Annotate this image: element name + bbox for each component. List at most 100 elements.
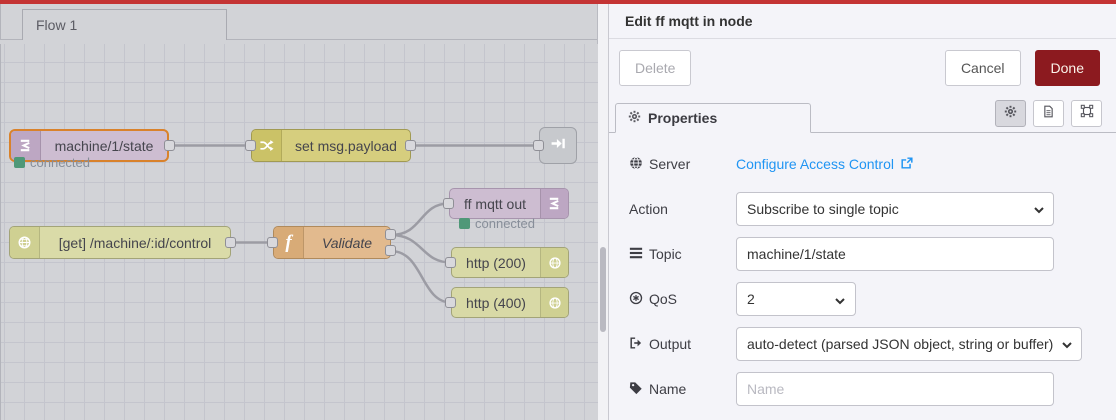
action-control: Subscribe to single topic	[736, 192, 1054, 226]
chevron-down-icon	[834, 294, 846, 310]
node-label: Validate	[321, 234, 373, 251]
gear-icon	[1004, 105, 1017, 123]
globe-icon	[629, 156, 643, 173]
function-icon: f	[274, 227, 304, 258]
node-http-in[interactable]: [get] /machine/:id/control	[9, 226, 231, 259]
node-link-out[interactable]	[539, 127, 577, 164]
tab-toolbar	[995, 100, 1102, 127]
node-function-validate[interactable]: f Validate	[273, 226, 391, 259]
tab-properties[interactable]: Properties	[615, 103, 811, 133]
action-label: Action	[629, 201, 668, 217]
port-input[interactable]	[267, 237, 278, 248]
gear-icon	[628, 110, 641, 126]
flow-editor: Flow 1 machine/1/state connecte	[0, 4, 598, 420]
status-dot-connected	[459, 218, 470, 229]
scrollbar-thumb[interactable]	[600, 247, 606, 332]
output-control: auto-detect (parsed JSON object, string …	[736, 327, 1083, 361]
mqtt-icon	[540, 189, 568, 218]
node-label: ff mqtt out	[464, 195, 526, 212]
node-mqtt-in[interactable]: machine/1/state	[9, 129, 169, 162]
port-input[interactable]	[443, 198, 454, 209]
node-label: http (400)	[466, 294, 526, 311]
globe-icon	[540, 288, 568, 317]
chevron-down-icon	[1059, 338, 1074, 354]
wire[interactable]	[390, 249, 452, 304]
workspace-canvas[interactable]: machine/1/state connected set msg.payloa…	[0, 44, 598, 420]
port-input[interactable]	[445, 257, 456, 268]
vertical-scrollbar[interactable]	[598, 4, 608, 420]
form-row-action: Action Subscribe to single topic	[629, 192, 1054, 226]
configure-access-control-link[interactable]: Configure Access Control	[736, 156, 914, 173]
selection-box-icon	[1080, 104, 1094, 123]
port-output[interactable]	[405, 140, 416, 151]
topic-control	[736, 237, 1054, 271]
port-input[interactable]	[245, 140, 256, 151]
node-label: http (200)	[466, 254, 526, 271]
port-input[interactable]	[533, 140, 544, 151]
node-http-response-200[interactable]: http (200)	[451, 247, 569, 278]
port-output[interactable]	[225, 237, 236, 248]
name-input[interactable]	[736, 372, 1054, 406]
tag-icon	[629, 381, 643, 398]
shuffle-icon	[252, 130, 282, 161]
link-out-arrow-icon	[550, 135, 567, 157]
topic-lines-icon	[629, 246, 643, 263]
port-output[interactable]	[164, 140, 175, 151]
flow-tab-bar: Flow 1	[0, 4, 597, 40]
topic-label: Topic	[629, 246, 736, 263]
form-row-topic: Topic	[629, 237, 1054, 271]
node-label: [get] /machine/:id/control	[58, 234, 212, 251]
node-edit-form: Server Configure Access Control Action	[609, 133, 1116, 406]
name-label: Name	[629, 381, 736, 398]
globe-icon	[540, 248, 568, 277]
chevron-down-icon	[1033, 203, 1045, 219]
edit-tabs: Properties	[609, 100, 1116, 133]
external-link-icon	[900, 156, 914, 173]
action-select[interactable]: Subscribe to single topic	[736, 192, 1054, 226]
document-icon	[1042, 105, 1055, 123]
server-control: Configure Access Control	[736, 147, 1054, 181]
status-dot-connected	[14, 157, 25, 168]
port-input[interactable]	[445, 297, 456, 308]
wire[interactable]	[390, 233, 452, 264]
edit-node-panel: Edit ff mqtt in node Delete Cancel Done …	[608, 4, 1116, 420]
delete-button[interactable]: Delete	[619, 50, 692, 86]
description-tool-button[interactable]	[1033, 100, 1064, 127]
output-select[interactable]: auto-detect (parsed JSON object, string …	[736, 327, 1083, 361]
name-control	[736, 372, 1054, 406]
appearance-tool-button[interactable]	[1071, 100, 1102, 127]
globe-icon	[10, 227, 40, 258]
server-label: Server	[629, 156, 736, 173]
qos-select[interactable]: 2	[736, 282, 856, 316]
qos-circle-icon	[629, 291, 643, 308]
node-change[interactable]: set msg.payload	[251, 129, 411, 162]
node-mqtt-out[interactable]: ff mqtt out	[449, 188, 569, 219]
wire[interactable]	[390, 202, 450, 237]
properties-tool-button[interactable]	[995, 100, 1026, 127]
tab-flow-1[interactable]: Flow 1	[22, 9, 227, 40]
node-label: set msg.payload	[295, 137, 397, 154]
form-row-output: Output auto-detect (parsed JSON object, …	[629, 327, 1083, 361]
output-label: Output	[629, 336, 736, 353]
node-http-response-400[interactable]: http (400)	[451, 287, 569, 318]
top-accent-bar	[0, 0, 1116, 4]
cancel-button[interactable]: Cancel	[944, 50, 1021, 86]
panel-button-row: Delete Cancel Done	[609, 39, 1116, 96]
topic-input[interactable]	[736, 237, 1054, 271]
form-row-qos: QoS 2	[629, 282, 1054, 316]
form-row-name: Name	[629, 372, 1054, 406]
port-output[interactable]	[385, 229, 396, 240]
node-status: connected	[459, 216, 535, 231]
node-label: machine/1/state	[54, 137, 154, 154]
flow-tab-label: Flow 1	[36, 17, 78, 33]
qos-label: QoS	[629, 291, 736, 308]
port-output[interactable]	[385, 245, 396, 256]
sign-out-icon	[629, 336, 643, 353]
status-text: connected	[475, 216, 535, 231]
panel-title: Edit ff mqtt in node	[609, 4, 1116, 39]
status-text: connected	[30, 155, 90, 170]
mqtt-icon	[11, 131, 41, 160]
done-button[interactable]: Done	[1034, 50, 1100, 86]
form-row-server: Server Configure Access Control	[629, 147, 1054, 181]
